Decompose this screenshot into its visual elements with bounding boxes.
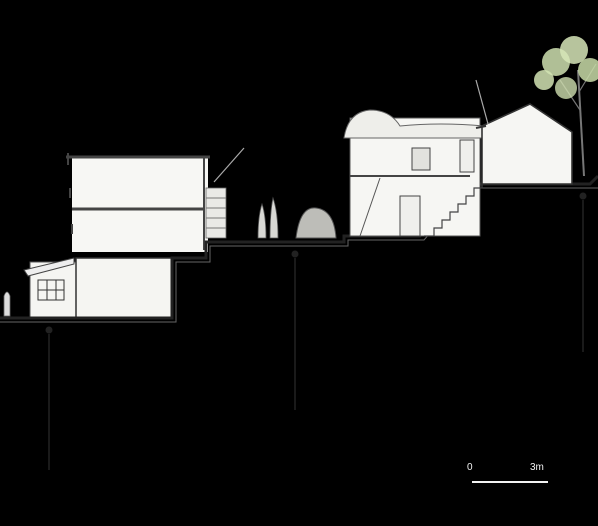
- people-and-shrubs: [257, 196, 359, 239]
- right-buildings: [343, 79, 573, 237]
- marker-center: [291, 250, 299, 410]
- scale-end-label: 3m: [530, 462, 544, 473]
- middle-building: [66, 147, 245, 252]
- marker-left: [45, 326, 53, 470]
- scale-start-label: 0: [467, 462, 473, 473]
- marker-right: [579, 192, 587, 352]
- left-house: [23, 257, 173, 319]
- tree-top-right: [534, 36, 598, 177]
- person-figure-left: [3, 291, 11, 317]
